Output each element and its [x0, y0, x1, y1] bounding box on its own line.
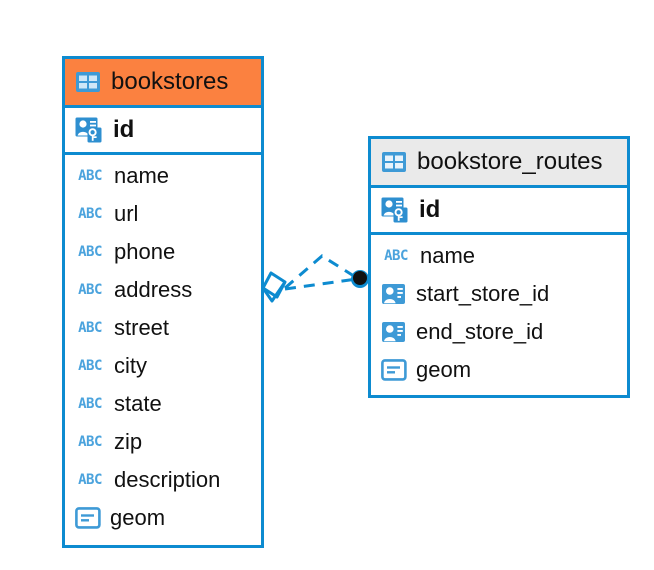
field-row-geom[interactable]: geom: [371, 351, 627, 389]
field-row-url[interactable]: ABC url: [65, 195, 261, 233]
entity-header-bookstores[interactable]: bookstores: [65, 59, 261, 108]
abc-text-icon: ABC: [78, 282, 102, 298]
field-label: state: [114, 391, 162, 416]
field-label: description: [114, 467, 221, 492]
table-icon: [381, 151, 407, 173]
abc-text-icon: ABC: [78, 244, 102, 260]
field-row-description[interactable]: ABC description: [65, 461, 261, 499]
foreign-key-icon: [381, 283, 407, 305]
relationship-edge-upper: [284, 254, 358, 290]
geometry-icon: [75, 507, 101, 529]
field-label: id: [419, 196, 441, 223]
abc-text-icon: ABC: [78, 168, 102, 184]
field-row-geom[interactable]: geom: [65, 499, 261, 537]
abc-text-icon: ABC: [78, 434, 102, 450]
entity-title: bookstore_routes: [417, 148, 603, 175]
abc-text-icon: ABC: [78, 396, 102, 412]
field-label: zip: [114, 429, 143, 454]
abc-text-icon: ABC: [78, 320, 102, 336]
field-row-state[interactable]: ABC state: [65, 385, 261, 423]
abc-text-icon: ABC: [78, 206, 102, 222]
field-label: geom: [110, 505, 166, 530]
entity-table-bookstore-routes[interactable]: bookstore_routes id: [368, 136, 630, 398]
foreign-key-icon: [381, 321, 407, 343]
abc-text-icon: ABC: [384, 248, 408, 264]
field-label: url: [114, 201, 139, 226]
table-icon: [75, 71, 101, 93]
field-label: end_store_id: [416, 319, 544, 344]
abc-text-icon: ABC: [78, 472, 102, 488]
field-label: address: [114, 277, 193, 302]
field-row-city[interactable]: ABC city: [65, 347, 261, 385]
field-row-name[interactable]: ABC name: [65, 157, 261, 195]
field-row-end-store-id[interactable]: end_store_id: [371, 313, 627, 351]
field-row-start-store-id[interactable]: start_store_id: [371, 275, 627, 313]
field-row-phone[interactable]: ABC phone: [65, 233, 261, 271]
field-list-bookstores: ABC name ABC url ABC phone ABC address A…: [65, 155, 261, 537]
abc-text-icon: ABC: [78, 358, 102, 374]
field-label: start_store_id: [416, 281, 550, 306]
field-row-zip[interactable]: ABC zip: [65, 423, 261, 461]
field-label: geom: [416, 357, 472, 382]
entity-header-bookstore-routes[interactable]: bookstore_routes: [371, 139, 627, 188]
diamond-marker: [261, 271, 287, 303]
field-row-primary-key[interactable]: id: [65, 108, 261, 155]
field-row-name[interactable]: ABC name: [371, 237, 627, 275]
field-label: name: [420, 243, 476, 268]
filled-circle-marker: [351, 270, 369, 288]
entity-title: bookstores: [111, 68, 229, 95]
field-label: phone: [114, 239, 176, 264]
relationship-edge-lower: [284, 277, 358, 291]
field-row-address[interactable]: ABC address: [65, 271, 261, 309]
geometry-icon: [381, 359, 407, 381]
entity-table-bookstores[interactable]: bookstores id: [62, 56, 264, 548]
field-row-street[interactable]: ABC street: [65, 309, 261, 347]
field-row-primary-key[interactable]: id: [371, 188, 627, 235]
field-label: city: [114, 353, 147, 378]
primary-key-icon: [75, 117, 103, 143]
field-label: id: [113, 116, 135, 143]
primary-key-icon: [381, 197, 409, 223]
field-label: street: [114, 315, 170, 340]
field-label: name: [114, 163, 170, 188]
field-list-bookstore-routes: ABC name start_store_id: [371, 235, 627, 389]
